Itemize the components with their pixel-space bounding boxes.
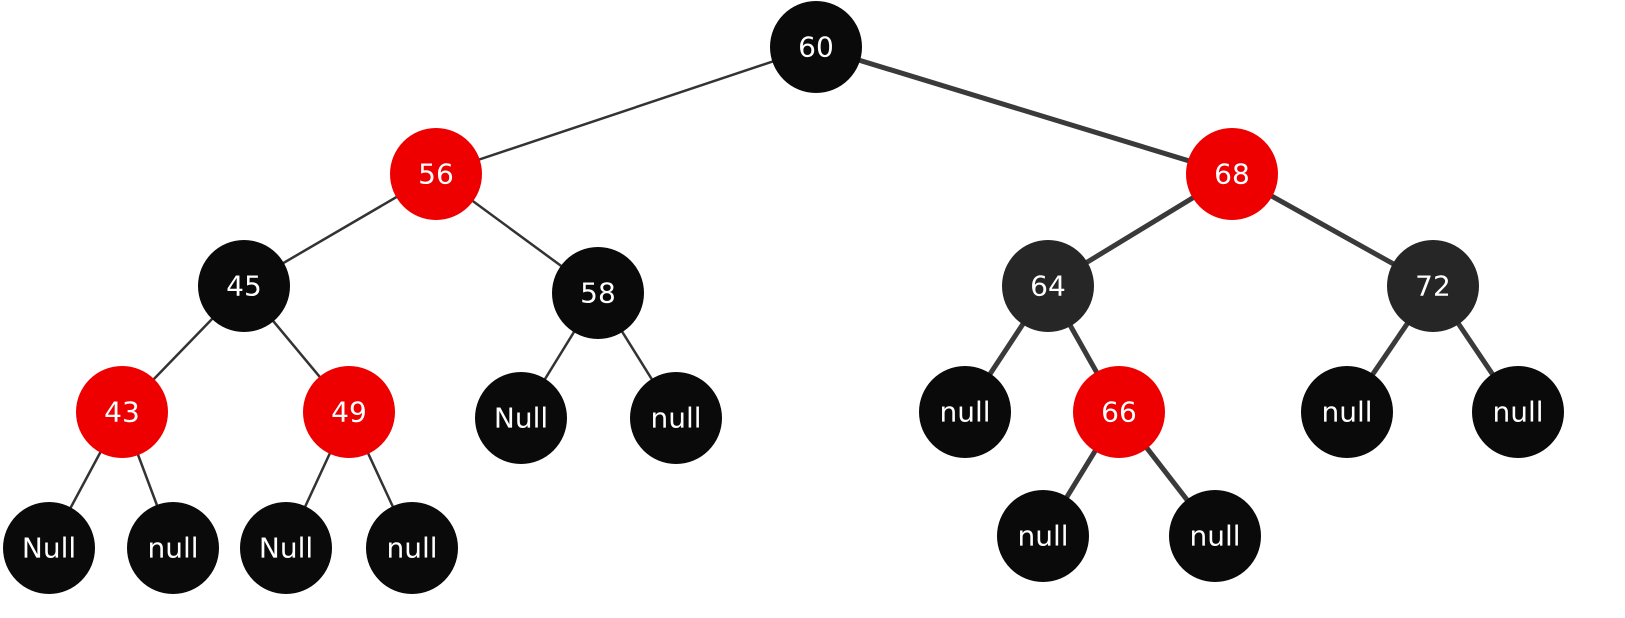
edge-n60-n56 [435,45,817,176]
tree-node-nl7: null [919,366,1011,458]
node-label: 43 [104,396,140,429]
tree-node-n60: 60 [770,1,862,93]
tree-node-n45: 45 [198,240,290,332]
node-label: 72 [1415,270,1451,303]
node-circle-dark [1387,240,1479,332]
node-label: 68 [1214,158,1250,191]
tree-node-nl6: null [630,372,722,464]
node-circle-red [1186,128,1278,220]
tree-node-nl3: Null [240,502,332,594]
tree-node-n66: 66 [1073,366,1165,458]
node-circle-black [997,490,1089,582]
node-label: null [1189,520,1240,553]
node-circle-black [630,372,722,464]
node-label: null [147,532,198,565]
node-circle-black [198,240,290,332]
node-circle-black [475,372,567,464]
edge-n60-n68 [815,44,1233,177]
node-circle-black [1472,366,1564,458]
tree-node-nl11: null [1472,366,1564,458]
node-label: null [1321,396,1372,429]
tree-node-n72: 72 [1387,240,1479,332]
node-circle-black [127,502,219,594]
tree-node-n58: 58 [552,247,644,339]
node-label: null [386,532,437,565]
node-circle-red [1073,366,1165,458]
node-label: 58 [580,277,616,310]
tree-node-n43: 43 [76,366,168,458]
tree-node-n64: 64 [1002,240,1094,332]
tree-node-nl10: null [1301,366,1393,458]
node-label: 56 [418,158,454,191]
node-circle-black [919,366,1011,458]
tree-node-nl4: null [366,502,458,594]
tree-node-nl5: Null [475,372,567,464]
node-label: 45 [226,270,262,303]
node-circle-black [1169,490,1261,582]
node-circle-red [303,366,395,458]
node-circle-red [76,366,168,458]
tree-node-n56: 56 [390,128,482,220]
node-label: null [1492,396,1543,429]
node-circle-black [552,247,644,339]
tree-node-nl9: null [1169,490,1261,582]
node-circle-dark [1002,240,1094,332]
node-label: null [1017,520,1068,553]
node-label: null [650,402,701,435]
node-label: 49 [331,396,367,429]
node-circle-black [366,502,458,594]
node-label: 64 [1030,270,1066,303]
tree-node-n68: 68 [1186,128,1278,220]
node-label: null [939,396,990,429]
node-circle-black [3,502,95,594]
node-label: Null [494,402,548,435]
tree-node-nl1: Null [3,502,95,594]
node-circle-red [390,128,482,220]
tree-node-nl2: null [127,502,219,594]
node-label: Null [259,532,313,565]
tree-node-nl8: null [997,490,1089,582]
node-circle-black [770,1,862,93]
node-circle-black [240,502,332,594]
node-label: Null [22,532,76,565]
node-label: 60 [798,31,834,64]
tree-node-n49: 49 [303,366,395,458]
node-circle-black [1301,366,1393,458]
node-label: 66 [1101,396,1137,429]
